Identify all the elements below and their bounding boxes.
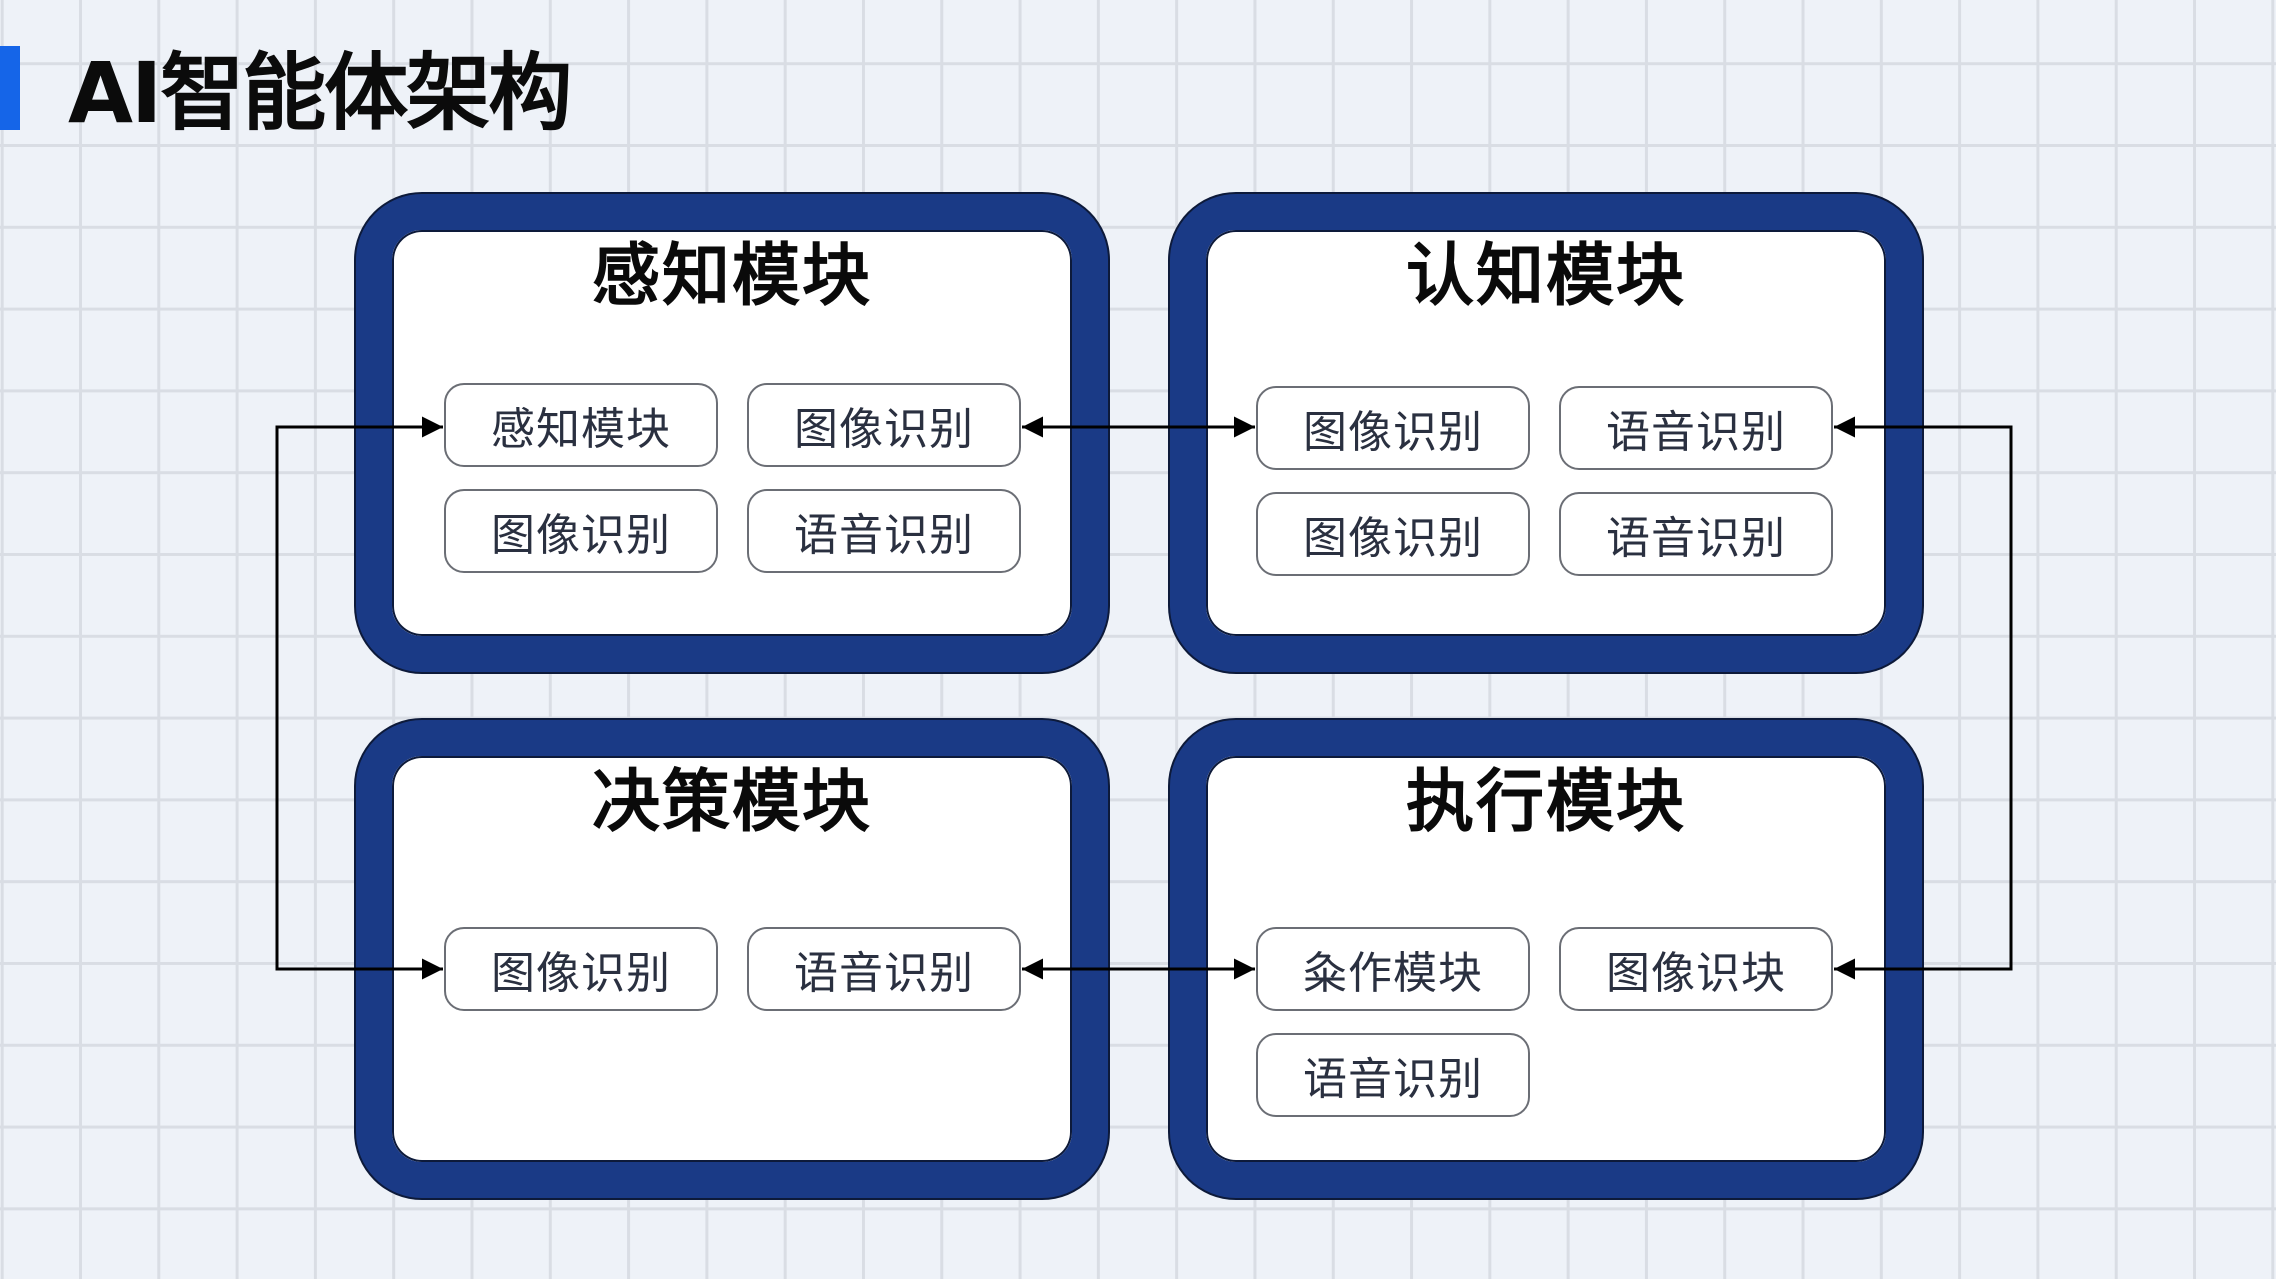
module-title: 执行模块 <box>1405 763 1686 842</box>
chip-image-recognition[interactable]: 图像识别 <box>444 927 718 1011</box>
chip-image-recognition[interactable]: 图像识别 <box>1256 386 1530 470</box>
chip-image-recognition[interactable]: 图像识别 <box>747 383 1021 467</box>
chip-speech-recognition[interactable]: 语音识别 <box>1559 386 1833 470</box>
chip-image-recognition[interactable]: 图像识别 <box>1256 492 1530 576</box>
chip-perception-module[interactable]: 感知模块 <box>444 383 718 467</box>
module-title: 认知模块 <box>1405 237 1686 316</box>
page-title: AI智能体架构 <box>68 44 572 142</box>
chip-operation-module[interactable]: 粂作模块 <box>1256 927 1530 1011</box>
chip-speech-recognition[interactable]: 语音识别 <box>1256 1033 1530 1117</box>
chip-image-recognition-block[interactable]: 图像识块 <box>1559 927 1833 1011</box>
module-title: 决策模块 <box>591 763 872 842</box>
title-accent-bar <box>0 46 20 130</box>
module-title: 感知模块 <box>591 237 872 316</box>
chip-speech-recognition[interactable]: 语音识别 <box>1559 492 1833 576</box>
chip-speech-recognition[interactable]: 语音识别 <box>747 927 1021 1011</box>
chip-speech-recognition[interactable]: 语音识别 <box>747 489 1021 573</box>
chip-image-recognition[interactable]: 图像识别 <box>444 489 718 573</box>
